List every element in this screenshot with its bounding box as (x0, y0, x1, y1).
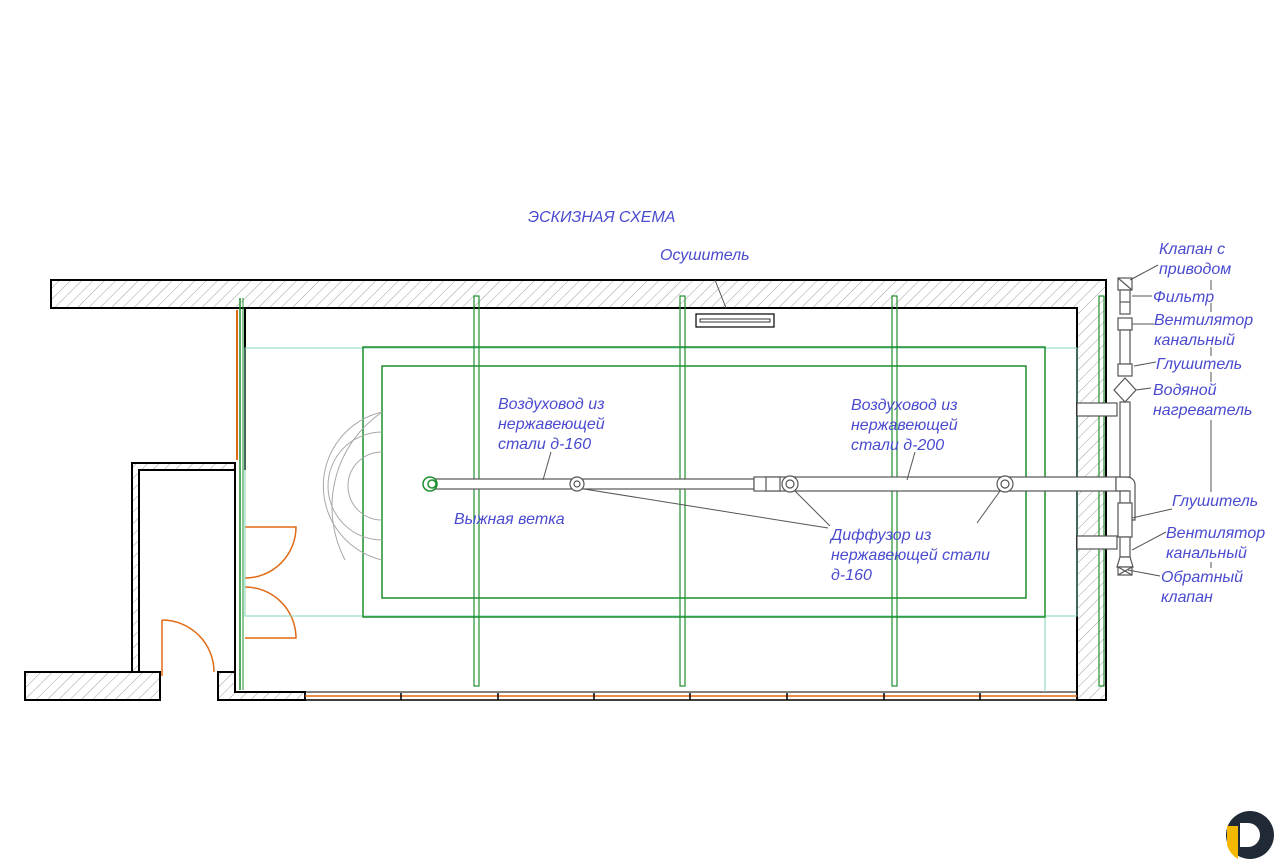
label-check-valve: Обратный клапан (1161, 569, 1248, 606)
label-diffuser-line1: Диффузор из (829, 527, 931, 544)
label-valve-line1: Клапан с (1159, 241, 1225, 258)
dehumidifier-unit (695, 313, 775, 328)
label-fan-top-line2: канальный (1154, 332, 1235, 349)
label-dehumidifier: Осушитель (660, 247, 750, 264)
pool-steps-arcs (322, 411, 383, 561)
label-duct-160-line3: стали д-160 (498, 436, 591, 453)
equipment-column (1113, 277, 1137, 576)
label-fan-bottom-line1: Вентилятор (1166, 525, 1265, 542)
door-swings (161, 526, 297, 676)
diffusers (569, 475, 1014, 493)
company-logo-icon (1226, 811, 1274, 859)
label-heater-line1: Водяной (1153, 382, 1217, 399)
window-ticks (400, 693, 981, 700)
label-filter: Фильтр (1153, 289, 1214, 306)
wall-bottom-left (217, 671, 306, 701)
label-exhaust: Выжная ветка (454, 511, 565, 528)
label-fan-bottom-line2: канальный (1166, 545, 1247, 562)
label-valve: Клапан с приводом (1159, 241, 1231, 278)
leader-lines (542, 264, 1212, 577)
label-check-valve-line1: Обратный (1161, 569, 1243, 586)
label-heater-line2: нагреватель (1153, 402, 1252, 419)
label-duct-200-line2: нержавеющей (851, 417, 958, 434)
exhaust-nozzle (422, 476, 438, 492)
label-duct-160-line2: нержавеющей (498, 416, 605, 433)
label-diffuser: Диффузор из нержавеющей стали д-160 (829, 527, 994, 584)
label-fan-bottom: Вентилятор канальный (1166, 525, 1270, 562)
label-diffuser-line2: нержавеющей стали (831, 547, 990, 564)
left-window (236, 298, 244, 690)
label-duct-200: Воздуховод из нержавеющей стали д-200 (851, 397, 962, 454)
duct-main (431, 476, 1136, 521)
wall-left-column (131, 462, 236, 673)
wall-left-stub (24, 671, 161, 701)
label-duct-160: Воздуховод из нержавеющей стали д-160 (498, 396, 609, 453)
label-fan-top: Вентилятор канальный (1154, 312, 1258, 349)
wall-ducts (1076, 402, 1118, 550)
label-check-valve-line2: клапан (1161, 589, 1213, 606)
label-valve-line2: приводом (1159, 261, 1231, 278)
label-silencer-bottom: Глушитель (1172, 493, 1258, 510)
label-duct-160-line1: Воздуховод из (498, 396, 605, 413)
label-duct-200-line3: стали д-200 (851, 437, 944, 454)
label-duct-200-line1: Воздуховод из (851, 397, 958, 414)
drawing-title: ЭСКИЗНАЯ СХЕМА (528, 209, 675, 226)
label-silencer-top: Глушитель (1156, 356, 1242, 373)
label-heater: Водяной нагреватель (1153, 382, 1252, 419)
label-diffuser-line3: д-160 (831, 567, 872, 584)
label-fan-top-line1: Вентилятор (1154, 312, 1253, 329)
bottom-window (305, 691, 1077, 701)
